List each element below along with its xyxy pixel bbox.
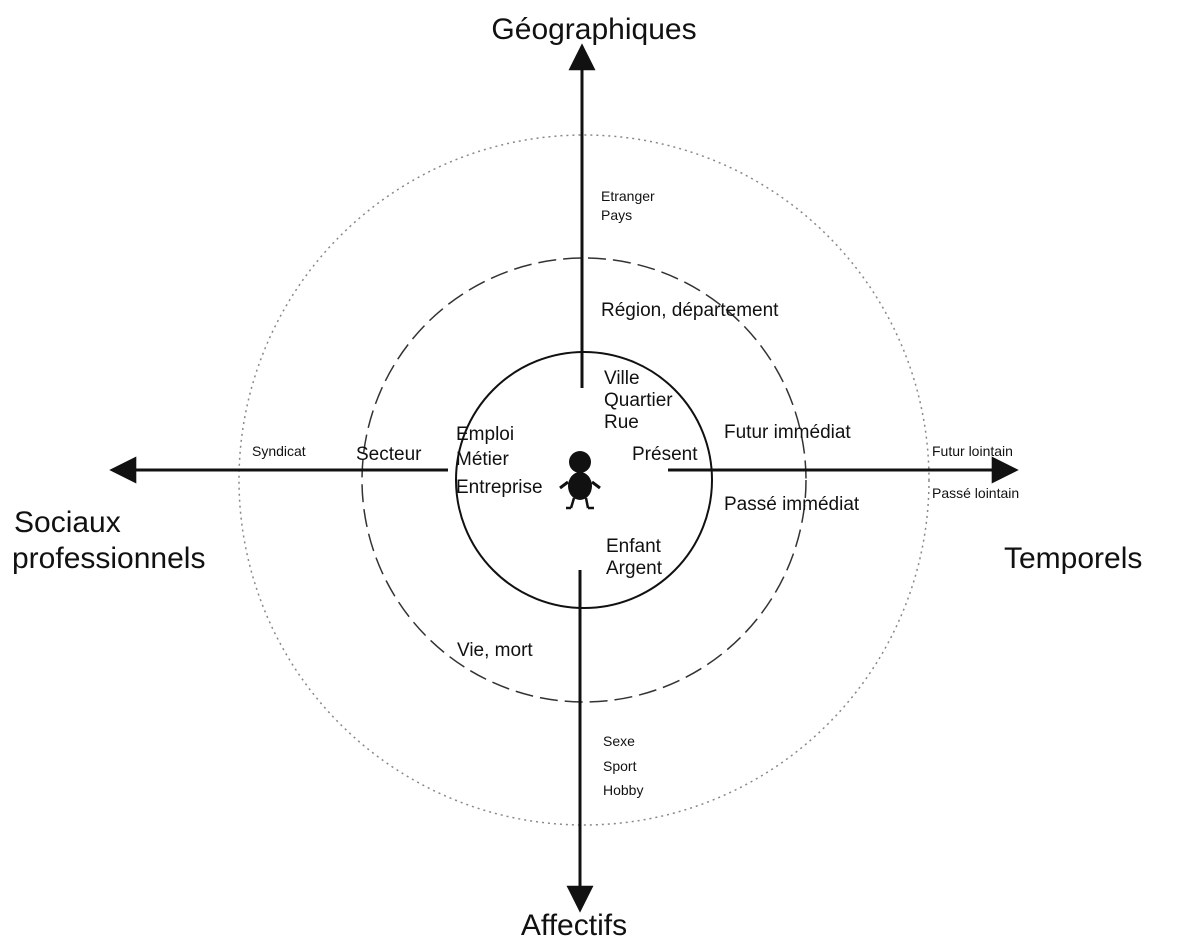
social-inner-label-2: Métier: [456, 449, 509, 470]
axis-title-bottom: Affectifs: [521, 909, 627, 942]
geo-inner-label-2: Quartier: [604, 390, 673, 411]
axis-title-top: Géographiques: [491, 13, 696, 46]
affective-outer-label-1: Sexe: [603, 733, 635, 749]
temporal-inner-label: Présent: [632, 444, 698, 465]
temporal-outer-past-label: Passé lointain: [932, 485, 1019, 501]
middle-ring-dashed: [361, 257, 807, 703]
geo-outer-label-2: Pays: [601, 207, 632, 223]
outer-ring-dotted: [238, 134, 930, 826]
geo-outer-label-1: Etranger: [601, 188, 655, 204]
axis-title-left-2: professionnels: [12, 542, 205, 575]
social-middle-label: Secteur: [356, 444, 422, 465]
axis-title-left-1: Sociaux: [14, 506, 121, 539]
affective-middle-label: Vie, mort: [457, 640, 533, 661]
affective-outer-label-3: Hobby: [603, 782, 643, 798]
axis-title-right: Temporels: [1004, 542, 1142, 575]
geo-inner-label-1: Ville: [604, 368, 640, 389]
affective-inner-label-1: Enfant: [606, 536, 662, 557]
social-inner-label-1: Emploi: [456, 424, 514, 445]
social-outer-label: Syndicat: [252, 443, 306, 459]
inner-ring-solid: [455, 351, 713, 609]
geo-inner-label-3: Rue: [604, 412, 639, 433]
person-icon: [559, 451, 601, 510]
geo-middle-label: Région, département: [601, 300, 779, 321]
social-inner-label-3: Entreprise: [456, 477, 543, 498]
affective-outer-label-2: Sport: [603, 758, 637, 774]
temporal-outer-future-label: Futur lointain: [932, 443, 1013, 459]
affective-inner-label-2: Argent: [606, 558, 663, 579]
temporal-middle-past-label: Passé immédiat: [724, 494, 860, 515]
temporal-middle-future-label: Futur immédiat: [724, 422, 851, 443]
